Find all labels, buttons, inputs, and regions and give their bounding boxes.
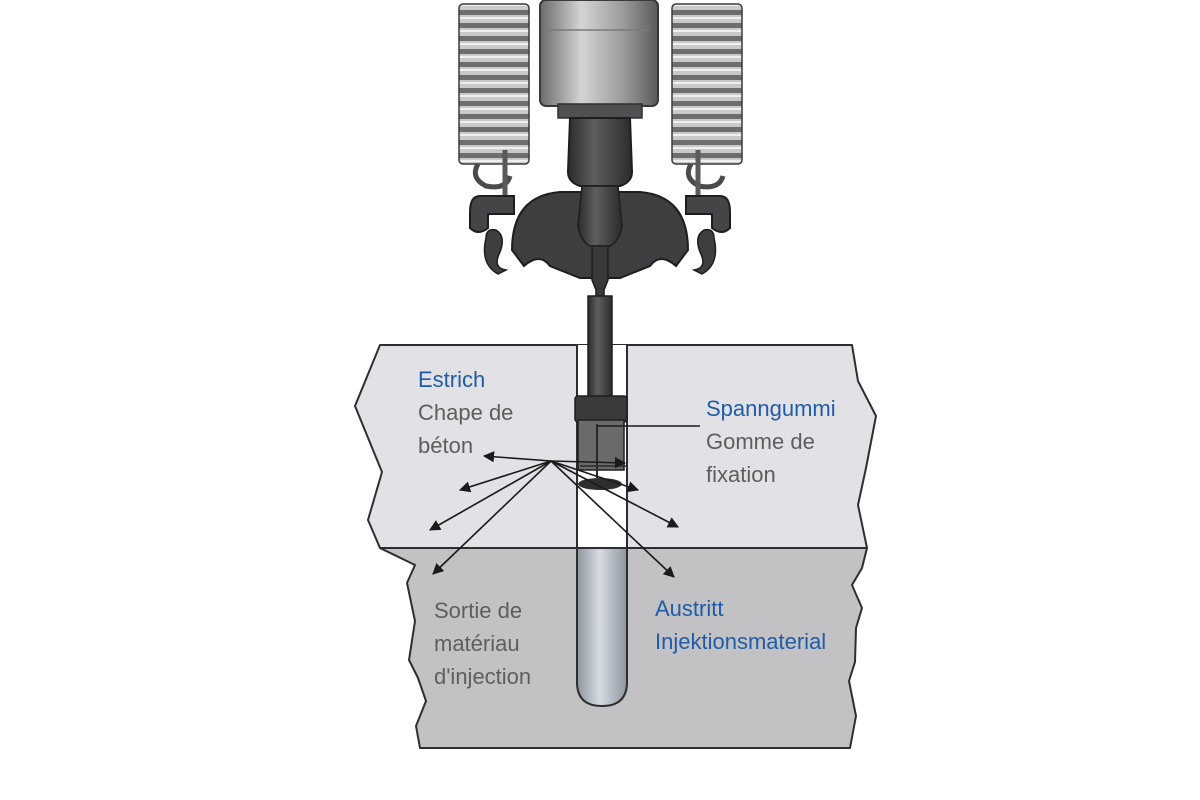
- sortie-fr-line3: d'injection: [434, 664, 532, 689]
- spanngummi-de: Spanngummi: [706, 396, 836, 421]
- nozzle: [566, 117, 634, 187]
- cylinder: [539, 0, 659, 119]
- estrich-fr-line2: béton: [418, 433, 474, 458]
- injection-rod: [587, 245, 613, 399]
- spring-left: [458, 3, 530, 200]
- estrich-fr-line1: Chape de: [418, 400, 514, 425]
- austritt-de-line2: Injektionsmaterial: [655, 629, 827, 654]
- spring-right: [671, 3, 743, 200]
- spanngummi-fr-line2: fixation: [706, 462, 776, 487]
- escape-arrows-left: [429, 451, 679, 578]
- yoke-bracket: [469, 185, 731, 279]
- sortie-fr-line2: matériau: [434, 631, 520, 656]
- spanngummi-fr-line1: Gomme de: [706, 429, 815, 454]
- drill-hole-lower: [576, 547, 628, 708]
- estrich-de: Estrich: [418, 367, 486, 392]
- sortie-fr-line1: Sortie de: [434, 598, 523, 623]
- austritt-de-line1: Austritt: [655, 596, 724, 621]
